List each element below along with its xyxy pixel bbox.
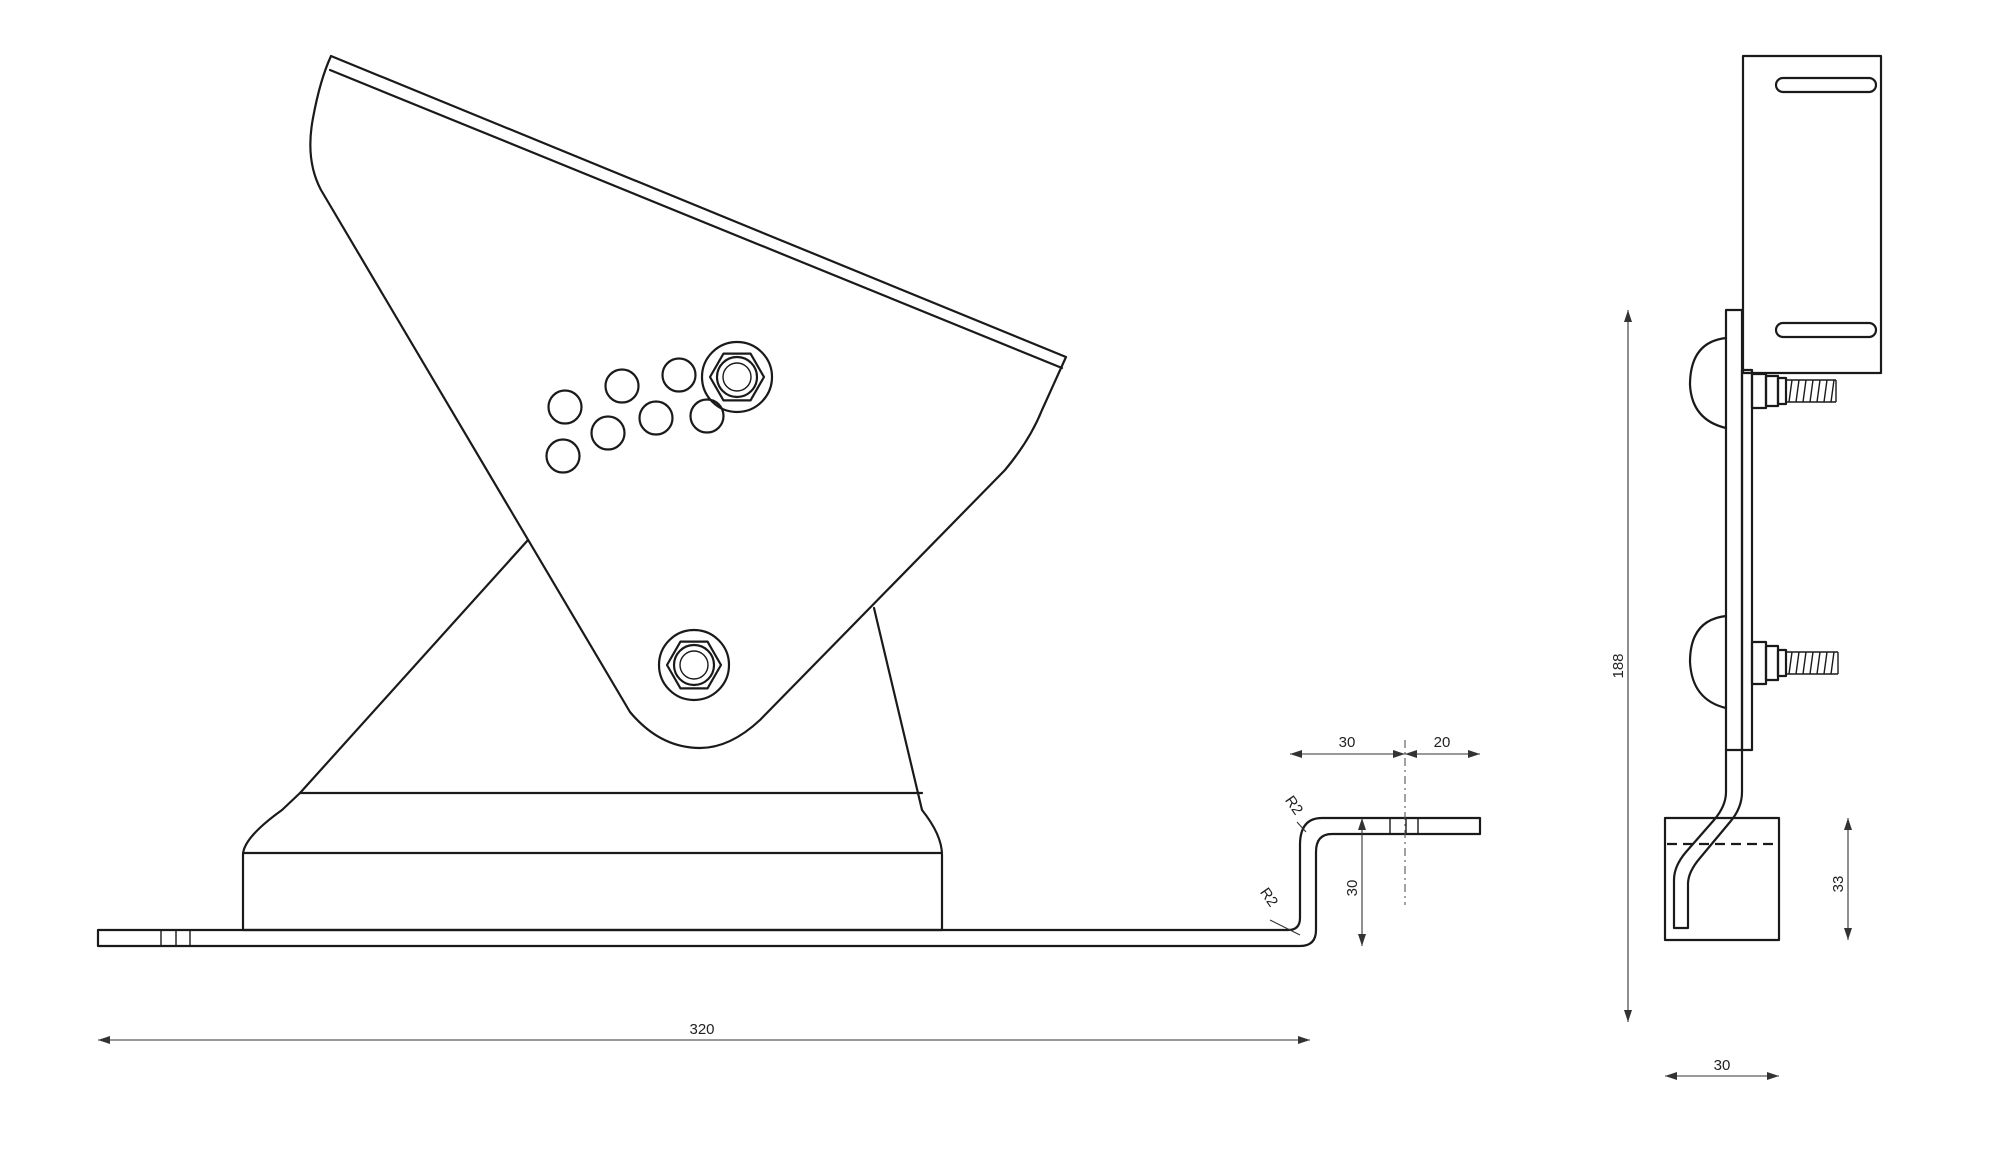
upper-dome [1688,336,1728,430]
adjustment-holes [545,357,725,474]
hole [590,415,626,451]
side-view-dimensions: 188 33 30 [1610,310,1852,1080]
lower-dome [1688,614,1728,710]
dim-clamp-height: 33 [1830,876,1847,893]
hole [547,389,583,425]
hole [661,357,697,393]
upper-side-bolt [1750,372,1837,410]
lower-slot [1774,321,1878,339]
outer-plate [1724,308,1744,752]
base-strap [96,816,1482,948]
dim-side-height: 188 [1610,653,1627,678]
dim-step-height: 30 [1344,880,1361,897]
dim-overall-length: 320 [689,1021,714,1038]
hole [545,438,581,474]
dim-bend-radius-lower: R2 [1256,885,1281,910]
hole [689,398,725,434]
front-view-dimensions: 320 30 20 30 R2 R2 [98,734,1480,1044]
clamp-block [1663,816,1781,942]
tilted-plate-edge [328,68,1064,370]
hole [638,400,674,436]
dim-side-width: 30 [1714,1057,1731,1074]
tilted-plate [309,54,1068,750]
side-view [1663,54,1883,942]
top-bracket [1741,54,1883,375]
hole [604,368,640,404]
upper-bolt [700,340,774,414]
lower-side-bolt [1750,640,1839,686]
upper-slot [1774,76,1878,94]
side-strap [1672,748,1744,930]
dim-offset-flat: 30 [1339,734,1356,751]
dim-tab-length: 20 [1434,734,1451,751]
dim-bend-radius-upper: R2 [1281,793,1306,818]
inner-plate [1740,368,1754,752]
lower-bolt [657,628,731,702]
pedestal [241,538,944,932]
front-view [96,54,1482,948]
